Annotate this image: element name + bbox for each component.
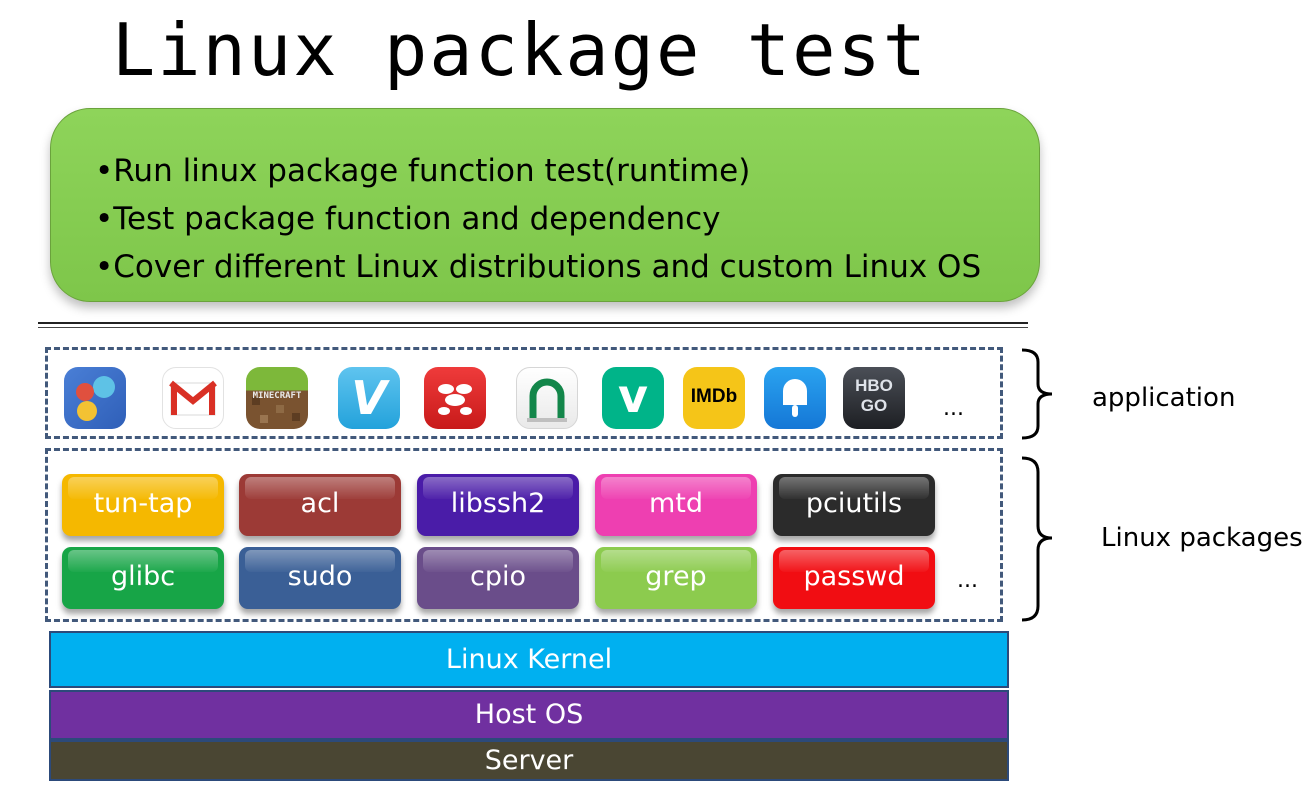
bullet-dependency-test: •Test package function and dependency [95,201,721,237]
package-label: pciutils [805,488,903,519]
package-sudo: sudo [239,547,401,609]
layer-label: Host OS [474,699,584,730]
layer-host-os: Host OS [49,690,1009,740]
package-acl: acl [239,474,401,536]
imdb-wordmark: IMDb [690,386,738,407]
packages-ellipsis: ... [957,568,978,593]
vine-icon: v [602,367,664,429]
package-cpio: cpio [417,547,579,609]
packages-layer-box [45,448,1003,622]
google-photos-icon [64,367,126,429]
package-label: grep [645,561,707,592]
package-label: acl [300,488,340,519]
package-pciutils: pciutils [773,474,935,536]
packages-label: Linux packages [1101,523,1303,553]
application-ellipsis: ... [943,396,964,421]
go-wordmark: GO [860,396,888,415]
application-label: application [1092,383,1236,413]
gmail-icon [162,367,224,429]
vimeo-letter: V [351,371,387,425]
package-passwd: passwd [773,547,935,609]
vimeo-icon: V [338,367,400,429]
minecraft-wordmark: MINECRAFT [252,391,302,401]
tapatalk-icon [424,367,486,429]
layer-linux-kernel: Linux Kernel [49,631,1009,688]
package-label: glibc [110,561,176,592]
hbo-go-icon: HBO GO [843,367,905,429]
bullet-runtime-test: •Run linux package function test(runtime… [95,153,751,189]
bullet-distributions: •Cover different Linux distributions and… [95,249,982,285]
layer-label: Server [484,745,574,776]
imdb-icon: IMDb [683,367,745,429]
package-label: mtd [648,488,704,519]
package-grep: grep [595,547,757,609]
package-tun-tap: tun-tap [62,474,224,536]
package-libssh2: libssh2 [417,474,579,536]
package-mtd: mtd [595,474,757,536]
package-label: libssh2 [450,488,546,519]
vine-letter: v [618,369,648,423]
layer-label: Linux Kernel [445,644,613,675]
package-label: sudo [287,561,353,592]
hbo-wordmark: HBO [855,376,893,395]
summary-box: •Run linux package function test(runtime… [50,108,1040,302]
divider-line-top [38,322,1028,324]
packages-brace [1021,456,1053,622]
package-label: cpio [469,561,526,592]
minecraft-icon: MINECRAFT [246,367,308,429]
layer-server: Server [49,740,1009,781]
nook-icon [516,367,578,429]
popsicle-icon [764,367,826,429]
package-label: passwd [803,561,905,592]
divider-line-bottom [38,327,1028,328]
package-glibc: glibc [62,547,224,609]
application-layer-box [45,347,1003,439]
application-brace [1021,348,1053,440]
package-label: tun-tap [93,488,193,519]
page-title: Linux package test [111,8,929,92]
